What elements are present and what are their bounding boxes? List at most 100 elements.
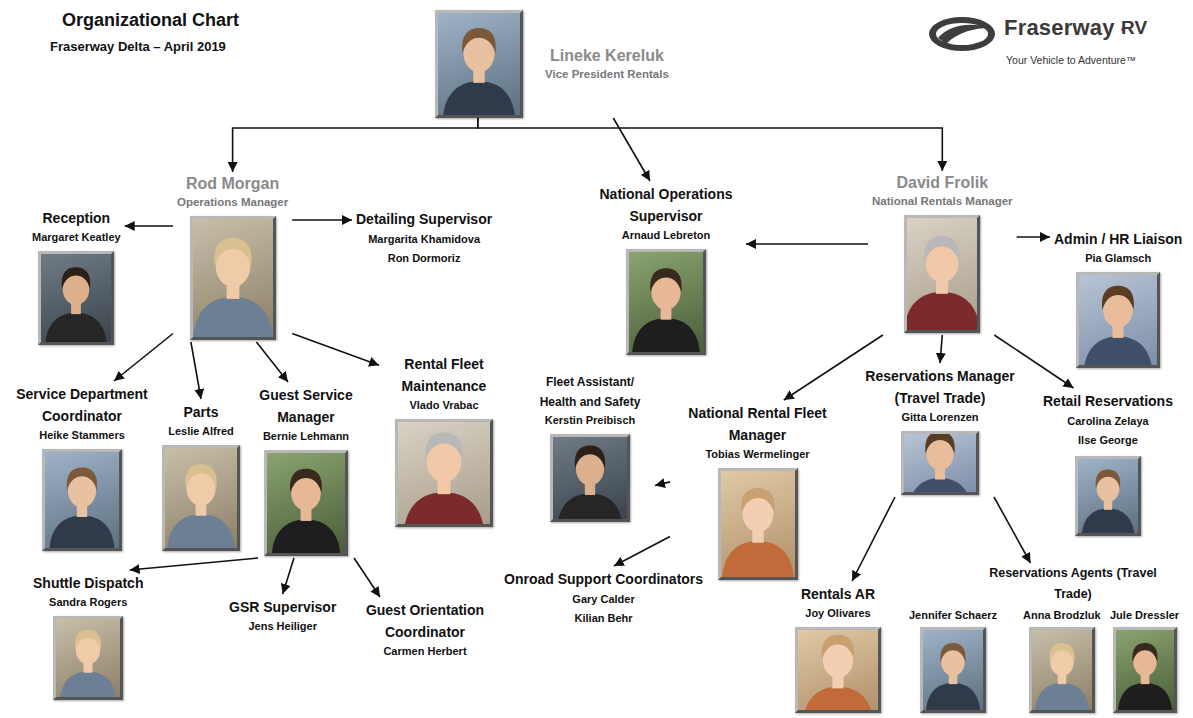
person-name: Jennifer Schaerz bbox=[909, 607, 997, 623]
portrait-photo bbox=[718, 468, 798, 580]
role-title: Vice President Rentals bbox=[545, 66, 669, 82]
person-name: Gitta Lorenzen bbox=[854, 409, 1026, 425]
person-box: PartsLeslie Alfred bbox=[158, 399, 244, 553]
person-name: Leslie Alfred bbox=[162, 423, 240, 439]
person-box: Onroad Support CoordinatorsGary CalderKi… bbox=[500, 566, 707, 630]
connector-arrow bbox=[292, 334, 379, 366]
portrait-silhouette bbox=[398, 422, 490, 524]
person-box: Shuttle DispatchSandra Rogers bbox=[29, 570, 147, 702]
person-name: Gary Calder bbox=[504, 590, 703, 609]
portrait-hair bbox=[62, 267, 91, 289]
person-name: Jule Dressler bbox=[1110, 607, 1179, 623]
portrait-body bbox=[907, 292, 977, 330]
role-title: Rentals AR bbox=[795, 583, 881, 605]
logo-wordmark: Fraserway bbox=[1004, 15, 1115, 41]
portrait-silhouette bbox=[1079, 275, 1157, 365]
person-name: Kerstin Preibisch bbox=[529, 412, 651, 428]
person-name: Margaret Keatley bbox=[32, 229, 121, 245]
connector-arrow bbox=[940, 335, 942, 363]
connector-arrow bbox=[746, 243, 868, 245]
portrait-silhouette bbox=[923, 630, 983, 710]
logo-oval bbox=[929, 17, 995, 51]
person-box: Guest Service ManagerBernie Lehmann bbox=[246, 382, 366, 558]
portrait-photo bbox=[162, 445, 240, 551]
person-name: Ron Dormoriz bbox=[356, 249, 492, 268]
connector-group bbox=[114, 118, 1074, 597]
role-title: National Rental Fleet Manager bbox=[674, 402, 841, 446]
portrait-hair bbox=[290, 469, 322, 493]
portrait-photo bbox=[264, 450, 348, 556]
connector-arrow bbox=[114, 334, 173, 382]
portrait-body bbox=[49, 516, 114, 548]
person-box: National Operations SupervisorArnaud Leb… bbox=[586, 181, 746, 357]
portrait-photo bbox=[395, 419, 493, 527]
portrait-hair bbox=[925, 236, 960, 263]
portrait-photo bbox=[38, 251, 114, 345]
person-name: Tobias Wermelinger bbox=[674, 446, 841, 462]
role-title: Reservations Agents (Travel Trade) bbox=[988, 563, 1158, 605]
person-box: Service Department CoordinatorHeike Stam… bbox=[2, 381, 162, 553]
portrait-body bbox=[1035, 683, 1089, 710]
portrait-hair bbox=[75, 630, 101, 650]
portrait-silhouette bbox=[1116, 630, 1174, 710]
portrait-hair bbox=[1049, 643, 1074, 662]
team-group: Reservations Agents (Travel Trade) Jennif… bbox=[900, 563, 1190, 715]
person-box: ReceptionMargaret Keatley bbox=[28, 205, 125, 347]
person-box: Jule Dressler bbox=[1106, 605, 1183, 715]
connector-arrow bbox=[233, 118, 478, 172]
person-name: Pia Glamsch bbox=[1054, 250, 1182, 266]
person-name: Margarita Khamidova bbox=[356, 230, 492, 249]
connector-arrow bbox=[1017, 236, 1050, 238]
portrait-body bbox=[46, 313, 108, 342]
portrait-silhouette bbox=[438, 13, 520, 115]
person-box: Retail ReservationsCarolina ZelayaIlse G… bbox=[1039, 388, 1177, 538]
connector-arrow bbox=[283, 558, 294, 594]
person-name: Lineke Kereluk bbox=[545, 46, 669, 66]
role-title: National Operations Supervisor bbox=[590, 183, 742, 227]
portrait-photo bbox=[904, 215, 980, 333]
role-title: Operations Manager bbox=[177, 194, 288, 210]
logo-tagline: Your Vehicle to Adventure™ bbox=[1006, 53, 1136, 67]
role-title: GSR Supervisor bbox=[229, 596, 336, 618]
portrait-silhouette bbox=[798, 630, 878, 710]
person-name: Rod Morgan bbox=[177, 174, 288, 194]
connector-arrow bbox=[354, 558, 380, 597]
portrait-photo bbox=[795, 627, 881, 713]
connector-arrow bbox=[292, 219, 352, 221]
person-box: National Rental Fleet ManagerTobias Werm… bbox=[670, 400, 845, 582]
person-box: Rental Fleet MaintenanceVlado Vrabac bbox=[379, 351, 509, 529]
portrait-body bbox=[722, 541, 794, 577]
portrait-hair bbox=[1096, 470, 1121, 489]
person-name: Vlado Vrabac bbox=[383, 397, 505, 413]
portrait-photo bbox=[190, 216, 276, 340]
role-title: Rental Fleet Maintenance bbox=[383, 353, 505, 397]
portrait-body bbox=[926, 683, 980, 710]
person-box: Detailing SupervisorMargarita KhamidovaR… bbox=[352, 206, 496, 270]
role-title: Service Department Coordinator bbox=[6, 383, 158, 427]
portrait-photo bbox=[550, 434, 630, 522]
portrait-hair bbox=[822, 635, 855, 660]
person-name: Bernie Lehmann bbox=[250, 428, 362, 444]
role-title: Fleet Assistant/ Health and Safety bbox=[529, 372, 651, 412]
portrait-body bbox=[443, 81, 515, 115]
role-title: Reservations Manager (Travel Trade) bbox=[854, 365, 1026, 409]
person-box: Anna Brodzluk bbox=[1019, 605, 1105, 715]
role-title: Shuttle Dispatch bbox=[33, 572, 143, 594]
portrait-body bbox=[193, 297, 273, 337]
person-box: Guest Orientation CoordinatorCarmen Herb… bbox=[350, 597, 500, 661]
person-name: Jens Heiliger bbox=[229, 618, 336, 634]
person-box: Lineke KerelukVice President Rentals bbox=[435, 10, 673, 118]
portrait-photo bbox=[42, 449, 122, 551]
portrait-body bbox=[908, 478, 971, 492]
person-name: Arnaud Lebreton bbox=[590, 227, 742, 243]
portrait-hair bbox=[575, 445, 605, 468]
portrait-silhouette bbox=[721, 471, 795, 577]
portrait-photo bbox=[1029, 627, 1095, 713]
portrait-photo bbox=[626, 249, 706, 355]
portrait-hair bbox=[185, 464, 216, 488]
portrait-photo bbox=[1076, 272, 1160, 368]
portrait-silhouette bbox=[629, 252, 703, 352]
role-title: Guest Service Manager bbox=[250, 384, 362, 428]
portrait-body bbox=[272, 519, 341, 553]
